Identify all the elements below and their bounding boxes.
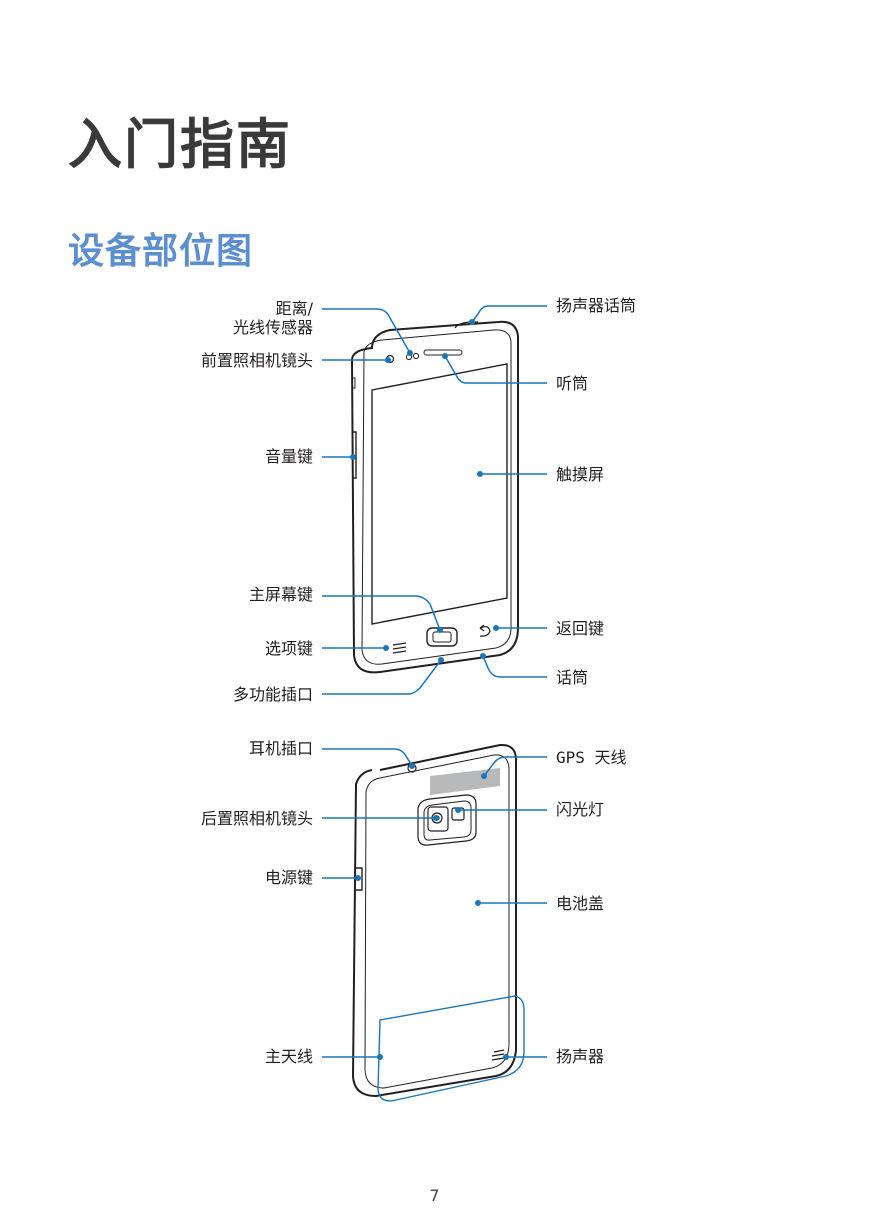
label-microphone: 话筒: [556, 668, 589, 687]
label-power-key: 电源键: [264, 868, 313, 887]
page-number: 7: [429, 1186, 440, 1205]
label-speaker: 扬声器: [556, 1047, 605, 1066]
label-home-key: 主屏幕键: [248, 585, 313, 604]
label-proximity-sensor-line1: 距离/: [275, 299, 313, 318]
label-proximity-sensor-line2: 光线传感器: [232, 318, 313, 337]
section-title: 设备部位图: [68, 231, 254, 272]
main-antenna-outline: [377, 995, 525, 1102]
label-menu-key: 选项键: [264, 639, 313, 658]
label-headset-jack: 耳机插口: [248, 739, 313, 758]
front-callout-dots: [350, 319, 499, 663]
label-earpiece: 听筒: [556, 374, 589, 393]
label-gps-antenna: GPS 天线: [556, 748, 627, 767]
front-callouts: [322, 305, 547, 695]
back-callout-dots: [355, 763, 509, 1060]
label-speakerphone-mic: 扬声器话筒: [556, 296, 637, 315]
label-front-camera: 前置照相机镜头: [200, 351, 313, 370]
front-phone-illustration: [350, 320, 519, 674]
label-back-key: 返回键: [556, 619, 605, 638]
back-callouts: [322, 748, 547, 1058]
label-volume-key: 音量键: [264, 447, 313, 466]
label-rear-camera: 后置照相机镜头: [200, 809, 313, 828]
back-phone-illustration: [351, 743, 517, 1098]
label-main-antenna: 主天线: [264, 1047, 313, 1066]
label-battery-cover: 电池盖: [556, 894, 605, 913]
chapter-title: 入门指南: [68, 113, 292, 176]
label-multifunction-jack: 多功能插口: [232, 685, 313, 704]
label-touch-screen: 触摸屏: [556, 465, 605, 484]
label-flash: 闪光灯: [556, 800, 605, 819]
